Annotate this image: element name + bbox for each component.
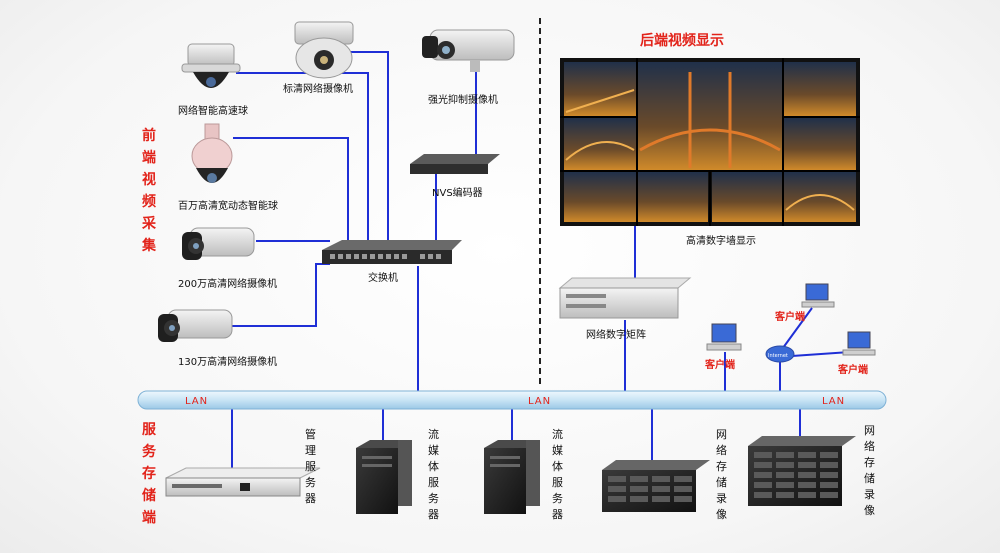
nvs-encoder: NVS编码器 <box>410 154 500 199</box>
digital-matrix: 网络数字矩阵 <box>558 277 692 341</box>
link-megapixel-wdr <box>233 137 349 243</box>
device-label: 客户端 <box>774 310 805 323</box>
front-end-section-label: 前 端 视 频 采 集 <box>141 127 157 254</box>
sd-camera: 标清网络摄像机 <box>283 21 354 95</box>
back-end-section-label: 后端视频显示 <box>640 32 724 49</box>
link-client-2 <box>779 307 813 353</box>
connection-lines <box>231 51 851 470</box>
cam-130-camera: 130万高清网络摄像机 <box>158 309 277 368</box>
link-cam-130 <box>232 263 330 327</box>
network-switch: 交换机 <box>322 240 462 284</box>
internet-label: Internet <box>768 353 788 359</box>
nvr-storage-1: 网络存储录像 <box>602 428 727 521</box>
cam-200-camera: 200万高清网络摄像机 <box>178 227 277 290</box>
device-label: 网络数字矩阵 <box>586 328 646 341</box>
device-label-vertical: 流媒体服务器 <box>428 427 439 521</box>
section-char: 务 <box>142 443 157 460</box>
link-sd-camera <box>350 51 389 243</box>
link-client-3 <box>791 351 851 357</box>
device-label: 200万高清网络摄像机 <box>178 277 277 290</box>
client-pc-1: 客户端 <box>704 323 742 371</box>
stream-server-2: 流媒体服务器 <box>484 427 563 521</box>
link-speed-dome <box>236 72 369 243</box>
section-char: 存 <box>142 465 156 482</box>
stream-server-1: 流媒体服务器 <box>356 427 439 521</box>
device-label-vertical: 网络存储录像 <box>864 424 875 517</box>
client-pc-3: 客户端 <box>837 331 876 376</box>
nvr-storage-2: 网络存储录像 <box>748 424 875 517</box>
device-label: 交换机 <box>368 271 398 284</box>
device-label: 高清数字墙显示 <box>686 234 756 247</box>
device-label-vertical: 管理服务器 <box>305 427 316 505</box>
lan-label: LAN <box>528 396 551 407</box>
device-label: 客户端 <box>837 363 868 376</box>
lan-label: LAN <box>185 396 208 407</box>
section-char: 储 <box>141 487 156 504</box>
device-label: 标清网络摄像机 <box>283 82 353 95</box>
lan-bus: LAN LAN LAN <box>137 390 887 410</box>
section-char: 集 <box>141 237 157 254</box>
device-label-vertical: 流媒体服务器 <box>552 427 563 521</box>
section-char: 采 <box>141 215 157 232</box>
device-label-vertical: 网络存储录像 <box>716 428 727 521</box>
service-end-section-label: 服 务 存 储 端 <box>141 422 157 526</box>
section-char: 视 <box>142 171 156 188</box>
section-char: 服 <box>142 422 157 438</box>
device-label: 网络智能高速球 <box>178 104 248 117</box>
section-char: 频 <box>142 193 156 210</box>
device-label: 客户端 <box>704 358 735 371</box>
video-wall: 高清数字墙显示 <box>560 58 860 247</box>
section-char: 前 <box>142 127 156 144</box>
section-char: 端 <box>142 149 156 166</box>
lan-label: LAN <box>822 396 845 407</box>
strong-light-camera: 强光抑制摄像机 <box>422 29 515 106</box>
management-server: 管理服务器 <box>165 427 321 505</box>
section-char: 端 <box>142 509 156 526</box>
internet-cloud: Internet <box>765 345 795 363</box>
speed-dome-camera: 网络智能高速球 <box>178 43 248 117</box>
device-label: 强光抑制摄像机 <box>428 93 498 106</box>
device-label: 130万高清网络摄像机 <box>178 355 277 368</box>
client-pc-2: 客户端 <box>774 283 835 323</box>
device-label: NVS编码器 <box>432 186 483 199</box>
megapixel-wdr-dome: 百万高清宽动态智能球 <box>178 123 278 212</box>
device-label: 百万高清宽动态智能球 <box>178 199 278 212</box>
